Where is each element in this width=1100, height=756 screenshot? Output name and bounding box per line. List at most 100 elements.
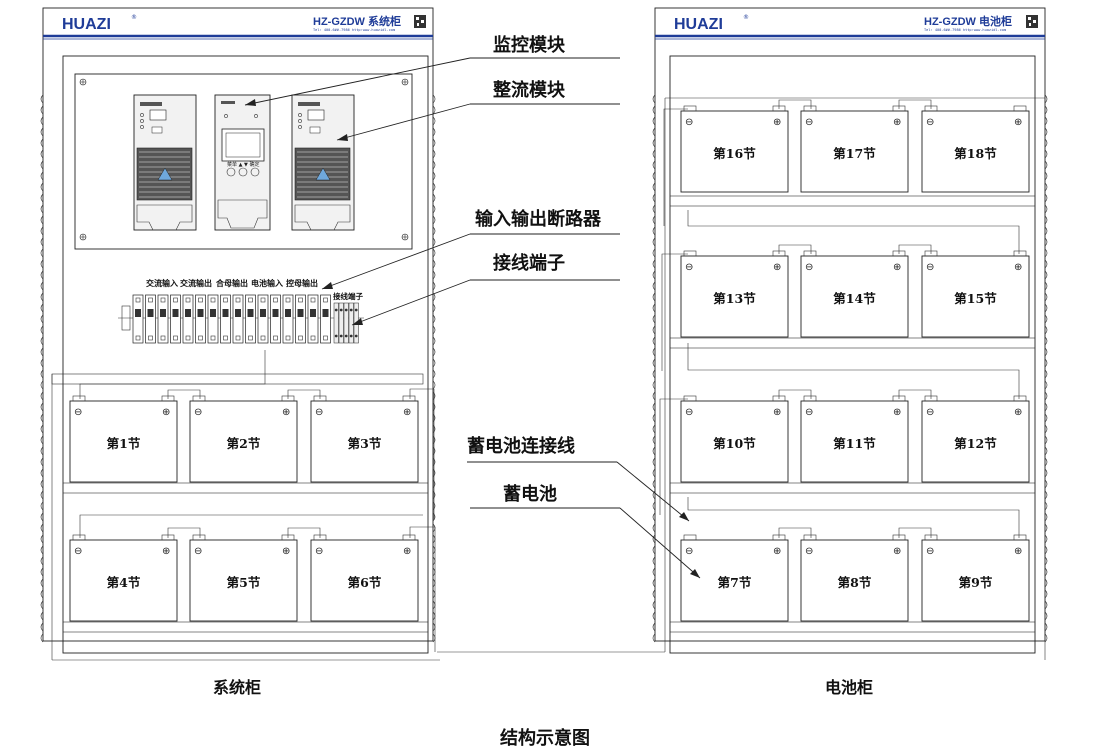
battery-16: ⊖⊕第16节 [680, 105, 789, 193]
positive-terminal-icon: ⊕ [893, 262, 901, 273]
negative-terminal-icon: ⊖ [74, 407, 82, 418]
contact-line-battery-cabinet: Tel: 400-6##-7986 http:www.huazidl.com [924, 28, 1006, 32]
breaker [195, 294, 206, 344]
negative-terminal-icon: ⊖ [74, 546, 82, 557]
connection-wire [79, 350, 266, 399]
battery-3: ⊖⊕第3节 [310, 395, 419, 483]
negative-terminal-icon: ⊖ [805, 407, 813, 418]
positive-terminal-icon: ⊕ [893, 546, 901, 557]
breaker [145, 294, 156, 344]
svg-text:®: ® [131, 14, 137, 21]
module-panel [74, 73, 413, 250]
breaker-group-battery-input: 电池输入 [251, 278, 283, 288]
battery-shelf-4 [669, 337, 1036, 349]
brand-logo: HUAZI [62, 16, 111, 33]
positive-terminal-icon: ⊕ [282, 407, 290, 418]
negative-terminal-icon: ⊖ [926, 546, 934, 557]
battery-17: ⊖⊕第17节 [800, 105, 909, 193]
contact-line: Tel: 400-6##-7986 http:www.huazidl.com [313, 28, 395, 32]
battery-5: ⊖⊕第5节 [189, 534, 298, 622]
breaker [170, 294, 181, 344]
terminal [338, 302, 344, 344]
connection-wire [287, 527, 321, 538]
battery-label: 第14节 [833, 291, 876, 306]
battery-label: 第17节 [833, 146, 876, 161]
positive-terminal-icon: ⊕ [162, 407, 170, 418]
negative-terminal-icon: ⊖ [194, 546, 202, 557]
battery-rail-top [51, 373, 424, 385]
negative-terminal-icon: ⊖ [685, 262, 693, 273]
battery-shelf-6 [669, 621, 1036, 633]
negative-terminal-icon: ⊖ [805, 262, 813, 273]
battery-6: ⊖⊕第6节 [310, 534, 419, 622]
battery-10: ⊖⊕第10节 [680, 395, 789, 483]
battery-label: 第10节 [713, 436, 756, 451]
breaker [232, 294, 244, 344]
breaker [132, 294, 144, 344]
battery-15: ⊖⊕第15节 [921, 250, 1030, 338]
connection-wire [778, 527, 812, 538]
system-cabinet-inner-frame [62, 55, 429, 654]
battery-shelf-3 [669, 195, 1036, 207]
breaker [295, 294, 306, 344]
positive-terminal-icon: ⊕ [773, 546, 781, 557]
terminal [348, 302, 354, 344]
negative-terminal-icon: ⊖ [685, 546, 693, 557]
positive-terminal-icon: ⊕ [1014, 407, 1022, 418]
callout-battery: 蓄电池 [503, 483, 557, 505]
battery-cabinet-inner-frame [669, 55, 1036, 654]
battery-cabinet-title: 电池柜 [825, 678, 873, 697]
negative-terminal-icon: ⊖ [685, 117, 693, 128]
system-cabinet-title: 系统柜 [213, 678, 261, 697]
qr-code-icon [1026, 15, 1038, 28]
connection-wire [409, 526, 436, 652]
battery-label: 第5节 [227, 575, 261, 590]
battery-label: 第4节 [107, 575, 141, 590]
battery-18: ⊖⊕第18节 [921, 105, 1030, 193]
breaker [307, 294, 319, 344]
callout-io-breaker: 输入输出断路器 [475, 208, 602, 230]
connection-wire [898, 389, 932, 399]
terminal [343, 302, 349, 344]
battery-shelf-1 [62, 482, 429, 494]
breaker [220, 294, 231, 344]
battery-label: 第1节 [107, 436, 141, 451]
breaker [245, 294, 256, 344]
system-cabinet-left-vent [40, 94, 44, 643]
diagram-caption: 结构示意图 [500, 727, 590, 749]
negative-terminal-icon: ⊖ [805, 117, 813, 128]
negative-terminal-icon: ⊖ [194, 407, 202, 418]
positive-terminal-icon: ⊕ [403, 407, 411, 418]
positive-terminal-icon: ⊕ [403, 546, 411, 557]
positive-terminal-icon: ⊕ [773, 262, 781, 273]
battery-shelf-2 [62, 621, 429, 633]
positive-terminal-icon: ⊕ [1014, 117, 1022, 128]
connection-wire [409, 388, 435, 520]
connection-wire [778, 99, 812, 109]
negative-terminal-icon: ⊖ [805, 546, 813, 557]
battery-label: 第13节 [713, 291, 756, 306]
system-cabinet: HUAZI ® HZ-GZDW 系统柜 Tel: 400-6##-7986 ht… [40, 7, 440, 661]
battery-12: ⊖⊕第12节 [921, 395, 1030, 483]
battery-1: ⊖ ⊕ 第1节 [69, 395, 178, 483]
battery-14: ⊖ ⊕ 第14节 [800, 250, 909, 338]
connection-wire [687, 343, 1020, 399]
negative-terminal-icon: ⊖ [926, 117, 934, 128]
battery-label: 第6节 [348, 575, 382, 590]
rectifier-module-2 [291, 94, 355, 231]
connection-wire [687, 497, 1020, 538]
breaker-group-closing-bus-output: 合母输出 [215, 278, 248, 288]
callout-battery-connection-wire: 蓄电池连接线 [467, 435, 575, 457]
connection-wire [287, 389, 321, 399]
battery-label: 第9节 [959, 575, 993, 590]
positive-terminal-icon: ⊕ [773, 117, 781, 128]
svg-text:菜单 ▲ ▼ 确定: 菜单 ▲ ▼ 确定 [227, 161, 259, 168]
negative-terminal-icon: ⊖ [926, 407, 934, 418]
battery-2: ⊖⊕第2节 [189, 395, 298, 483]
negative-terminal-icon: ⊖ [315, 407, 323, 418]
breaker-group-labels: 交流输入 交流输出 合母输出 电池输入 控母输出 接线端子 [146, 278, 363, 301]
battery-9: ⊖⊕第9节 [921, 534, 1030, 622]
battery-label: 第8节 [838, 575, 872, 590]
connection-wire [778, 244, 812, 254]
